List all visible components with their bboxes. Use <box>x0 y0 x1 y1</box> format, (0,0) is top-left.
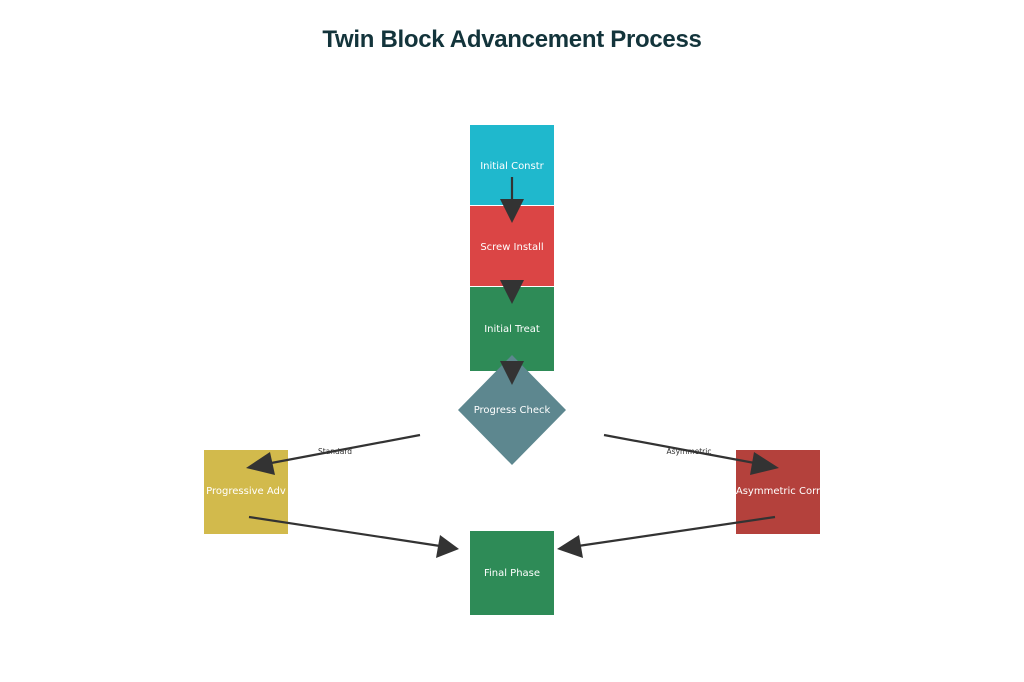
node-progressive-adv-label: Progressive Adv <box>206 486 286 497</box>
node-screw-install-label: Screw Install <box>480 242 543 253</box>
node-initial-constr-label: Initial Constr <box>480 161 544 172</box>
edge-asymmetric-corr-to-final-phase <box>557 515 776 558</box>
node-screw-install: Screw Install <box>470 206 554 286</box>
edge-initial-treat-to-progress-check <box>500 361 524 385</box>
edge-progressive-adv-to-final-phase <box>248 515 459 558</box>
node-progress-check-label: Progress Check <box>474 405 551 416</box>
edge-label-standard: Standard <box>318 447 352 456</box>
node-final-phase: Final Phase <box>470 531 554 615</box>
diagram-title: Twin Block Advancement Process <box>322 26 702 53</box>
edge-label-asymmetric: Asymmetric <box>667 447 712 456</box>
arrowhead-icon <box>750 452 779 475</box>
arrowhead-icon <box>557 535 583 558</box>
edge-progress-check-to-progressive-adv: Standard <box>246 433 421 475</box>
node-final-phase-box <box>470 531 554 615</box>
edge-initial-constr-to-screw-install <box>500 177 524 223</box>
arrowhead-icon <box>436 535 459 558</box>
arrowhead-icon <box>500 199 524 223</box>
edge-line <box>577 515 776 548</box>
node-progress-check-diamond <box>458 355 566 465</box>
node-asymmetric-corr-label: Asymmetric Corr <box>736 486 821 497</box>
edge-line <box>248 515 441 548</box>
edge-line <box>603 433 761 466</box>
node-initial-constr: Initial Constr <box>470 125 554 205</box>
edge-screw-install-to-initial-treat <box>500 280 524 304</box>
node-initial-treat-label: Initial Treat <box>484 324 540 335</box>
arrowhead-icon <box>246 452 275 475</box>
node-progress-check: Progress Check <box>458 355 566 465</box>
edge-line <box>265 433 421 466</box>
arrowhead-icon <box>500 361 524 385</box>
node-final-phase-label: Final Phase <box>484 568 540 579</box>
arrowhead-icon <box>500 280 524 304</box>
edge-progress-check-to-asymmetric-corr: Asymmetric <box>603 433 779 475</box>
